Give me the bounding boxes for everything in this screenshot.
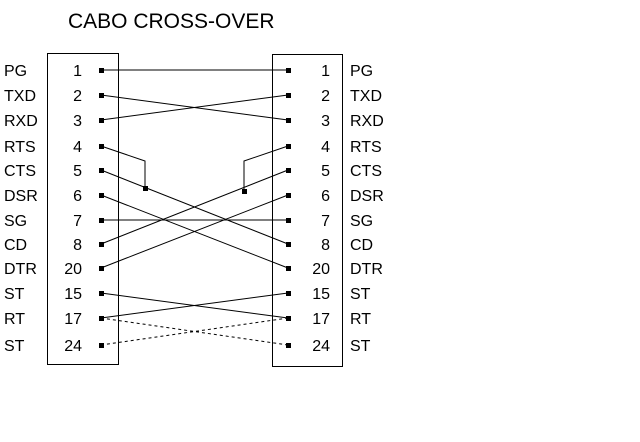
right-signal-label: CTS xyxy=(350,163,382,180)
right-signal-label: RT xyxy=(350,311,371,328)
left-pin-number: 8 xyxy=(73,237,82,254)
right-pin-dot xyxy=(286,218,291,223)
right-pin-number: 5 xyxy=(321,163,330,180)
right-connector-box xyxy=(272,54,343,367)
right-pin-number: 7 xyxy=(321,213,330,230)
right-signal-label: CD xyxy=(350,237,373,254)
junction-dot xyxy=(143,186,148,191)
left-pin-number: 24 xyxy=(64,338,82,355)
right-pin-dot xyxy=(286,144,291,149)
left-pin-dot xyxy=(99,343,104,348)
left-signal-label: SG xyxy=(4,213,27,230)
right-pin-dot xyxy=(286,118,291,123)
right-pin-number: 24 xyxy=(312,338,330,355)
right-pin-dot xyxy=(286,68,291,73)
left-rts-jumper xyxy=(100,145,146,188)
diagram-title: CABO CROSS-OVER xyxy=(68,10,275,33)
left-pin-dot xyxy=(99,291,104,296)
left-signal-label: CTS xyxy=(4,163,36,180)
right-pin-number: 4 xyxy=(321,139,330,156)
left-pin-dot xyxy=(99,218,104,223)
junction-dot xyxy=(242,189,247,194)
right-pin-dot xyxy=(286,242,291,247)
right-signal-label: RTS xyxy=(350,139,382,156)
right-pin-number: 3 xyxy=(321,113,330,130)
right-pin-dot xyxy=(286,316,291,321)
left-pin-dot xyxy=(99,242,104,247)
left-pin-number: 6 xyxy=(73,188,82,205)
right-pin-number: 20 xyxy=(312,261,330,278)
left-pin-dot xyxy=(99,68,104,73)
left-signal-label: RXD xyxy=(4,113,38,130)
left-signal-label: PG xyxy=(4,63,27,80)
wire xyxy=(100,94,289,121)
right-signal-label: DSR xyxy=(350,188,384,205)
wires xyxy=(100,69,289,346)
left-connector-box xyxy=(47,53,119,365)
wire xyxy=(100,317,289,346)
left-signal-label: RT xyxy=(4,311,25,328)
left-pin-number: 7 xyxy=(73,213,82,230)
right-signal-label: RXD xyxy=(350,113,384,130)
right-pin-number: 15 xyxy=(312,286,330,303)
right-pin-number: 6 xyxy=(321,188,330,205)
wire xyxy=(100,317,289,346)
left-signal-label: ST xyxy=(4,286,25,303)
left-pin-dot xyxy=(99,118,104,123)
right-pin-dot xyxy=(286,168,291,173)
wire xyxy=(100,169,289,245)
wire xyxy=(100,292,289,319)
right-pin-number: 17 xyxy=(312,311,330,328)
left-pin-number: 20 xyxy=(64,261,82,278)
right-pin-dot xyxy=(286,193,291,198)
right-pin-number: 2 xyxy=(321,88,330,105)
left-pin-dot xyxy=(99,316,104,321)
left-pin-number: 15 xyxy=(64,286,82,303)
left-pin-dot xyxy=(99,168,104,173)
right-signal-label: ST xyxy=(350,338,371,355)
left-pin-number: 5 xyxy=(73,163,82,180)
right-signal-label: PG xyxy=(350,63,373,80)
right-pin-number: 1 xyxy=(321,63,330,80)
left-pin-dot xyxy=(99,144,104,149)
left-signal-label: DTR xyxy=(4,261,37,278)
right-pin-dot xyxy=(286,266,291,271)
left-pin-number: 17 xyxy=(64,311,82,328)
left-pin-number: 2 xyxy=(73,88,82,105)
right-pin-dot xyxy=(286,343,291,348)
right-signal-label: DTR xyxy=(350,261,383,278)
left-pin-number: 1 xyxy=(73,63,82,80)
wire xyxy=(100,194,289,269)
left-signal-label: ST xyxy=(4,338,25,355)
left-signal-label: TXD xyxy=(4,88,36,105)
right-pin-dot xyxy=(286,93,291,98)
right-signal-label: TXD xyxy=(350,88,382,105)
right-pin-number: 8 xyxy=(321,237,330,254)
left-signal-label: RTS xyxy=(4,139,36,156)
left-pin-dot xyxy=(99,193,104,198)
right-signal-label: SG xyxy=(350,213,373,230)
left-pin-number: 3 xyxy=(73,113,82,130)
left-signal-label: DSR xyxy=(4,188,38,205)
left-pin-dot xyxy=(99,93,104,98)
right-rts-jumper xyxy=(243,145,289,192)
right-pin-dot xyxy=(286,291,291,296)
left-signal-label: CD xyxy=(4,237,27,254)
left-pin-dot xyxy=(99,266,104,271)
left-pin-number: 4 xyxy=(73,139,82,156)
right-signal-label: ST xyxy=(350,286,371,303)
